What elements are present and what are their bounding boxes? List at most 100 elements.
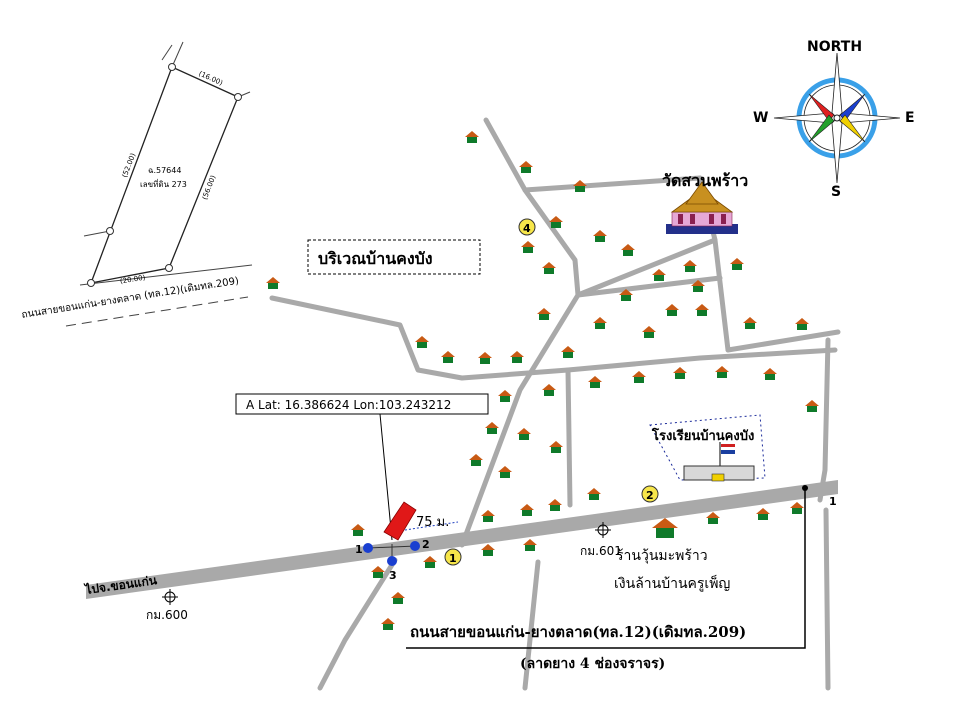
svg-text:2: 2 [646,489,654,502]
coordinate-text: A Lat: 16.386624 Lon:103.243212 [246,398,451,412]
highway-surface: (ลาดยาง 4 ช่องจราจร) [520,656,665,672]
house-icon [587,488,601,500]
school-building-icon [683,442,755,482]
highway-edge-number: 1 [829,495,837,508]
house-icon [763,368,777,380]
house-icon [619,289,633,301]
house-icon [469,454,483,466]
house-icon [795,318,809,330]
coordinate-leader-line [379,413,393,541]
house-icon [593,230,607,242]
house-icons [266,131,819,630]
house-icon [683,260,697,272]
deed-land-number: เลขที่ดิน 273 [140,178,187,189]
deed-dim-right: (56.00) [201,174,218,201]
shop-name-line1: ร้านวุ้นมะพร้าว [616,548,708,564]
house-icon [549,441,563,453]
house-icon [521,241,535,253]
corner-points: 1 2 3 [355,538,430,582]
shop-name-line2: เงินล้านบ้านครูเพ็ญ [614,574,730,592]
house-icon [498,390,512,402]
marker-2: 2 [641,485,659,503]
house-icon [537,308,551,320]
house-icon [371,566,385,578]
house-icon [715,366,729,378]
deed-parcel-number: ฉ.57644 [148,166,181,175]
compass-west-label: W [753,110,768,126]
marker-1: 1 [444,548,462,566]
house-icon [391,592,405,604]
house-icon [548,499,562,511]
house-icon [756,508,770,520]
highway-road [86,480,838,599]
house-icon [549,216,563,228]
house-icon [465,131,479,143]
svg-text:1: 1 [449,552,457,565]
house-icon [695,304,709,316]
house-icon [441,351,455,363]
temple-icon [666,181,738,234]
compass-north-label: NORTH [807,39,862,55]
house-icon [381,618,395,630]
house-icon [478,352,492,364]
house-icon [621,244,635,256]
coordinate-box [235,393,489,415]
highway-callout-line [406,488,806,649]
corner-point-3: 3 [389,569,397,582]
house-icon [351,524,365,536]
house-icon [588,376,602,388]
house-icon [691,280,705,292]
house-icon [561,346,575,358]
house-icon [805,400,819,412]
marker-4: 4 [518,218,536,236]
house-icon [542,384,556,396]
house-icon [498,466,512,478]
deed-dim-bottom: (20.00) [119,274,146,286]
house-icon [743,317,757,329]
deed-sketch: (16.00) (52.00) (56.00) (20.00) ฉ.57644 … [21,41,253,327]
house-icon [485,422,499,434]
house-icon [573,180,587,192]
house-icon [510,351,524,363]
corner-point-2: 2 [422,538,430,551]
corner-point-1: 1 [355,543,363,556]
house-icon [730,258,744,270]
shop-house-icon [652,518,678,538]
house-icon [266,277,280,289]
house-icon [517,428,531,440]
house-icon [642,326,656,338]
temple-name: วัดสวนพร้าว [662,171,748,190]
house-icon [519,161,533,173]
house-icon [481,544,495,556]
distance-label: 75 ม. [416,515,449,530]
km601-label: กม.601 [580,544,622,558]
distance-arrow [404,521,459,531]
house-icon [665,304,679,316]
area-label: บริเวณบ้านคงบัง [318,249,433,268]
house-icon [481,510,495,522]
km600-label: กม.600 [146,608,188,622]
house-icon [523,539,537,551]
house-icon [790,502,804,514]
local-roads [269,117,841,691]
house-icon [593,317,607,329]
compass-rose: NORTH S W E [753,39,915,200]
compass-east-label: E [905,110,915,126]
house-icon [652,269,666,281]
house-icon [415,336,429,348]
house-icon [423,556,437,568]
house-icon [632,371,646,383]
school-name: โรงเรียนบ้านคงบัง [651,427,754,444]
house-icon [673,367,687,379]
km600-marker [162,589,178,605]
house-icon [520,504,534,516]
compass-south-label: S [831,184,841,200]
house-icon [706,512,720,524]
area-label-box [307,239,481,275]
house-icon [542,262,556,274]
km601-marker [595,522,611,538]
svg-text:4: 4 [523,222,531,235]
land-plot-marker [383,501,417,541]
highway-name: ถนนสายขอนแก่น-ยางตลาด(ทล.12)(เดิมทล.209) [410,623,746,641]
